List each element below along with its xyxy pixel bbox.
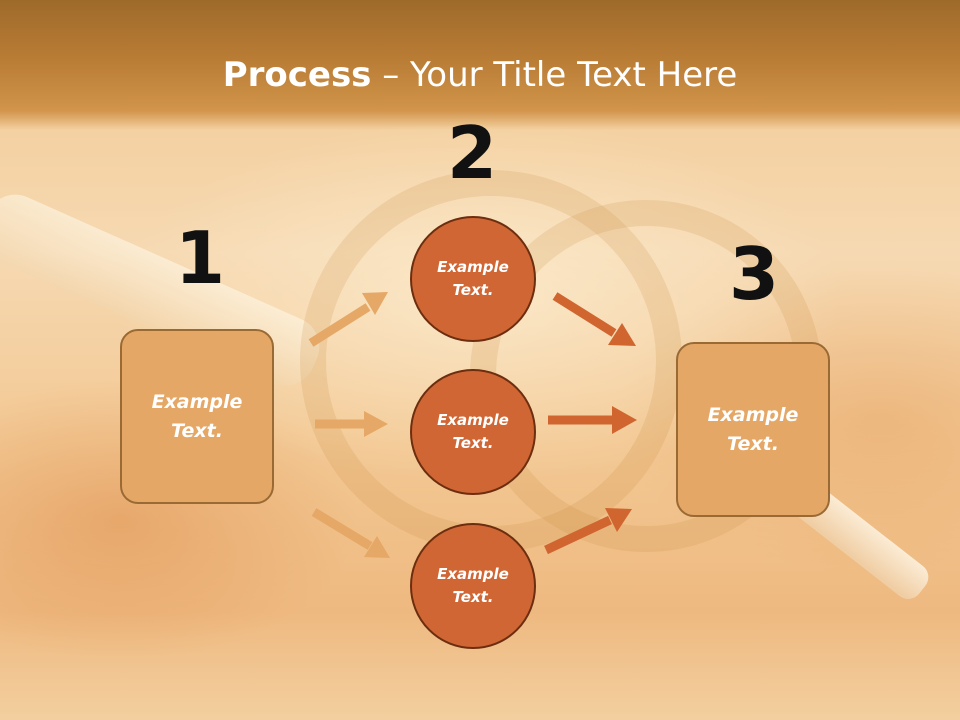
arrow-left-to-bottom (311, 508, 390, 558)
right-box-text: Example Text. (707, 403, 799, 455)
arrow-top-to-right (552, 292, 636, 346)
arrow-bottom-to-right (544, 508, 632, 555)
title-rest: – Your Title Text Here (371, 55, 738, 95)
circle-top-text: Example Text. (437, 258, 509, 299)
right-box: Example Text. (676, 342, 830, 517)
left-box-text: Example Text. (151, 390, 243, 442)
arrow-middle-to-right (548, 406, 637, 434)
title-bold: Process (222, 55, 372, 95)
circle-top: Example Text. (410, 216, 536, 342)
circle-bottom: Example Text. (410, 523, 536, 649)
circle-middle: Example Text. (410, 369, 536, 495)
slide-title: Process – Your Title Text Here (0, 52, 960, 98)
title-band (0, 0, 960, 130)
step-number-2: 2 (446, 111, 498, 195)
left-box: Example Text. (120, 329, 274, 504)
arrow-left-to-top (308, 292, 388, 347)
circle-bottom-text: Example Text. (437, 565, 509, 606)
step-number-3: 3 (728, 232, 780, 316)
arrow-left-to-middle (315, 411, 388, 437)
circle-middle-text: Example Text. (437, 411, 509, 452)
step-number-1: 1 (174, 216, 226, 300)
